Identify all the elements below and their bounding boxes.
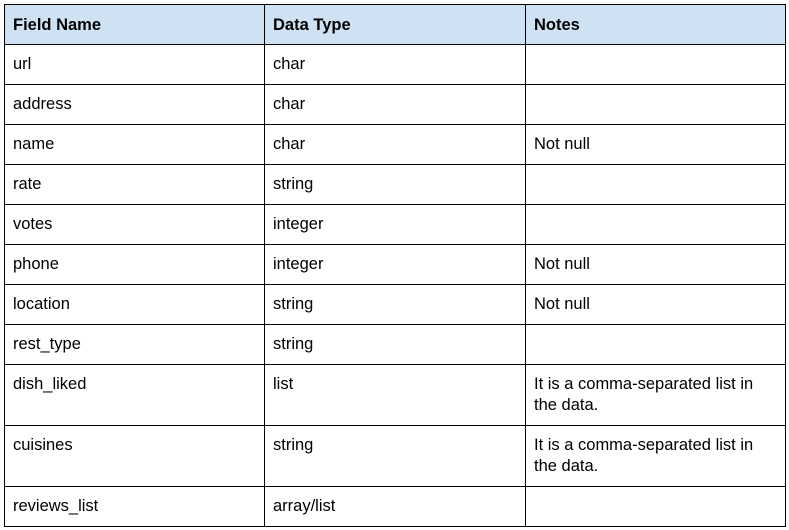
table-row: dish_liked list It is a comma-separated … <box>4 364 786 426</box>
field-name-cell: dish_liked <box>4 364 265 426</box>
notes-cell <box>525 84 786 125</box>
table-row: url char <box>4 44 786 85</box>
data-type-cell: char <box>264 84 526 125</box>
notes-cell: Not null <box>525 124 786 165</box>
field-name-cell: votes <box>4 204 265 245</box>
notes-cell <box>525 44 786 85</box>
table-row: name char Not null <box>4 124 786 165</box>
field-name-cell: cuisines <box>4 425 265 487</box>
data-type-cell: integer <box>264 244 526 285</box>
field-name-cell: reviews_list <box>4 486 265 527</box>
notes-cell <box>525 486 786 527</box>
notes-cell <box>525 324 786 365</box>
data-type-cell: char <box>264 124 526 165</box>
table-row: address char <box>4 84 786 125</box>
data-type-cell: char <box>264 44 526 85</box>
notes-cell <box>525 164 786 205</box>
table-row: reviews_list array/list <box>4 486 786 527</box>
header-row: Field Name Data Type Notes <box>4 4 786 45</box>
data-type-cell: integer <box>264 204 526 245</box>
data-type-cell: string <box>264 164 526 205</box>
field-name-cell: phone <box>4 244 265 285</box>
notes-cell: Not null <box>525 244 786 285</box>
data-type-cell: string <box>264 425 526 487</box>
field-name-cell: location <box>4 284 265 325</box>
notes-cell: It is a comma-separated list in the data… <box>525 425 786 487</box>
data-type-cell: string <box>264 284 526 325</box>
data-type-cell: string <box>264 324 526 365</box>
field-name-cell: url <box>4 44 265 85</box>
table-row: phone integer Not null <box>4 244 786 285</box>
header-data-type: Data Type <box>264 4 526 45</box>
notes-cell: Not null <box>525 284 786 325</box>
field-name-cell: rest_type <box>4 324 265 365</box>
table-header: Field Name Data Type Notes <box>4 4 786 45</box>
table-body: url char address char name char Not null… <box>4 44 786 527</box>
notes-cell <box>525 204 786 245</box>
header-field-name: Field Name <box>4 4 265 45</box>
table-row: cuisines string It is a comma-separated … <box>4 425 786 487</box>
notes-cell: It is a comma-separated list in the data… <box>525 364 786 426</box>
table-row: rate string <box>4 164 786 205</box>
field-name-cell: address <box>4 84 265 125</box>
schema-table: Field Name Data Type Notes url char addr… <box>4 4 786 527</box>
field-name-cell: rate <box>4 164 265 205</box>
header-notes: Notes <box>525 4 786 45</box>
table-row: location string Not null <box>4 284 786 325</box>
data-type-cell: array/list <box>264 486 526 527</box>
table-row: rest_type string <box>4 324 786 365</box>
data-type-cell: list <box>264 364 526 426</box>
table-row: votes integer <box>4 204 786 245</box>
field-name-cell: name <box>4 124 265 165</box>
